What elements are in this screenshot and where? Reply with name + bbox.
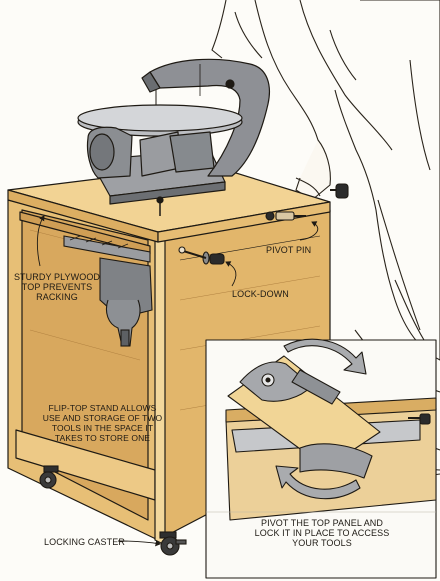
label-sturdy-plywood-top: STURDY PLYWOOD TOP PREVENTS RACKING <box>13 272 101 302</box>
label-pivot-pin: PIVOT PIN <box>266 245 312 255</box>
label-inset-caption: PIVOT THE TOP PANEL AND LOCK IT IN PLACE… <box>254 518 390 548</box>
leader-lines <box>36 215 319 547</box>
label-locking-caster: LOCKING CASTER <box>44 537 125 547</box>
plywood-cabinet <box>7 164 331 546</box>
caster-front <box>159 531 187 556</box>
stored-tool <box>63 235 153 347</box>
caster-front-left <box>39 465 59 489</box>
scroll-saw <box>77 58 271 216</box>
label-flip-top-stand: FLIP-TOP STAND ALLOWS USE AND STORAGE OF… <box>42 403 163 443</box>
hardware <box>178 183 349 265</box>
inset-diagram <box>205 338 437 579</box>
label-lock-down: LOCK-DOWN <box>232 289 289 299</box>
